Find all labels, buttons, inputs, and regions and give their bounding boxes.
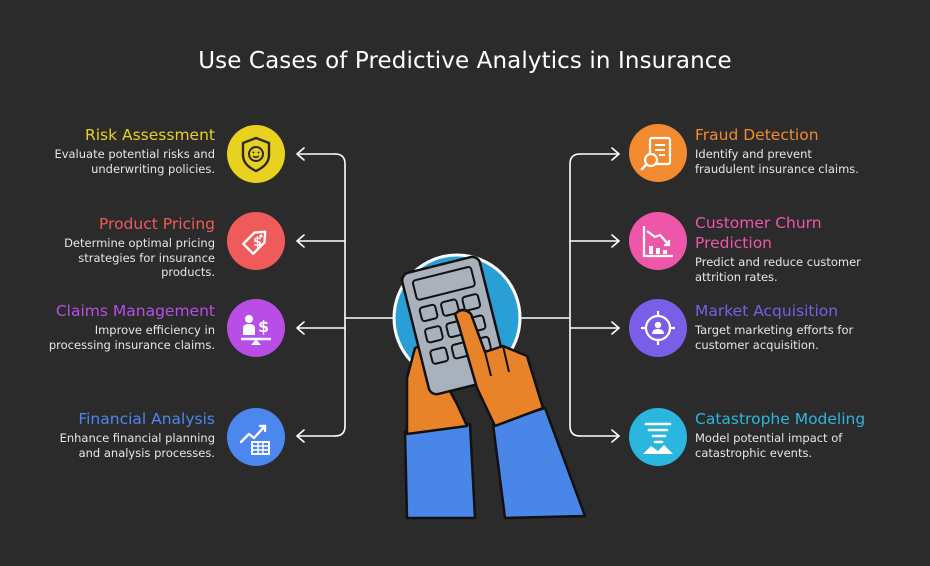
use-case-title: Fraud Detection <box>695 126 819 144</box>
use-case-description: Predict and reduce customer attrition ra… <box>695 255 861 284</box>
use-case-market-acquisition: Market Acquisition Target marketing effo… <box>695 301 915 352</box>
use-case-description: Enhance financial planning and analysis … <box>59 431 215 460</box>
use-case-title: Product Pricing <box>98 215 215 233</box>
document-search-icon <box>629 124 687 182</box>
use-case-title: Claims Management <box>55 302 215 320</box>
use-case-description: Improve efficiency in processing insuran… <box>48 323 215 352</box>
connector-left-spine <box>334 153 346 437</box>
use-case-description: Identify and prevent fraudulent insuranc… <box>695 147 859 176</box>
use-case-title: Risk Assessment <box>84 126 215 144</box>
use-case-fraud-detection: Fraud Detection Identify and prevent fra… <box>695 125 915 176</box>
use-case-title: Financial Analysis <box>78 410 215 428</box>
page-title: Use Cases of Predictive Analytics in Ins… <box>198 48 732 74</box>
declining-chart-icon <box>629 212 687 270</box>
growth-chart-icon <box>227 408 285 466</box>
svg-text:$: $ <box>258 317 269 336</box>
use-case-product-pricing: Product Pricing Determine optimal pricin… <box>15 214 215 280</box>
use-case-risk-assessment: Risk Assessment Evaluate potential risks… <box>15 125 215 176</box>
use-case-title: Market Acquisition <box>695 302 839 320</box>
use-case-title: Catastrophe Modeling <box>695 410 866 428</box>
use-case-customer-churn-prediction: Customer Churn Prediction Predict and re… <box>695 213 915 284</box>
hand-calculator-icon <box>392 253 587 520</box>
use-case-description: Determine optimal pricing strategies for… <box>64 236 215 279</box>
shield-smile-icon <box>227 125 285 183</box>
svg-text:$: $ <box>253 235 262 250</box>
use-case-description: Evaluate potential risks and underwritin… <box>54 147 215 176</box>
use-case-catastrophe-modeling: Catastrophe Modeling Model potential imp… <box>695 409 920 460</box>
use-case-title: Customer Churn Prediction <box>695 214 822 252</box>
connector-right-spine <box>569 153 581 437</box>
target-person-icon <box>629 299 687 357</box>
tornado-icon <box>629 408 687 466</box>
use-case-description: Model potential impact of catastrophic e… <box>695 431 843 460</box>
use-case-description: Target marketing efforts for customer ac… <box>695 323 854 352</box>
price-tag-icon: $ <box>227 212 285 270</box>
use-case-financial-analysis: Financial Analysis Enhance financial pla… <box>15 409 215 460</box>
person-dollar-icon: $ <box>227 299 285 357</box>
use-case-claims-management: Claims Management Improve efficiency in … <box>15 301 215 352</box>
